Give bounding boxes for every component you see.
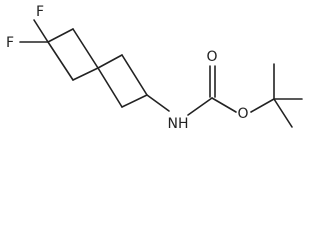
nitrogen-atom-label: NH	[168, 116, 189, 132]
carbonyl-oxygen-label: O	[206, 49, 217, 65]
tert-butyl-group	[273, 63, 303, 128]
ring-b-bond-right	[121, 54, 148, 96]
fluorine-atom-1-label: F	[36, 4, 44, 20]
carbonyl-ester-o-bond	[211, 97, 237, 113]
ester-oxygen-label: O	[237, 106, 248, 122]
ring-a-bond-right	[72, 28, 99, 69]
n-carbonyl-bond	[187, 97, 213, 116]
carbamate-chain	[146, 65, 275, 116]
tbu-methyl-down-bond	[273, 98, 293, 128]
fluorine-atom-2-label: F	[6, 35, 14, 51]
difluorocyclobutane-ring	[47, 28, 99, 81]
ring-b-bond-bottom	[121, 94, 148, 108]
ring-a-bond-top	[47, 28, 74, 43]
ring-b-bond-top	[97, 54, 123, 69]
chemical-structure-diagram: F F NH O O	[6, 4, 303, 132]
ring-b-bond-left	[97, 67, 123, 108]
fluorine-bonds	[19, 19, 49, 43]
c-n-bond	[146, 94, 170, 112]
ring-a-bond-bottom	[72, 67, 99, 81]
ester-o-tertbutyl-bond	[250, 98, 275, 113]
c-f1-bond	[33, 19, 49, 43]
ring-a-bond-left	[47, 41, 74, 81]
aminocyclobutane-ring	[97, 54, 148, 108]
